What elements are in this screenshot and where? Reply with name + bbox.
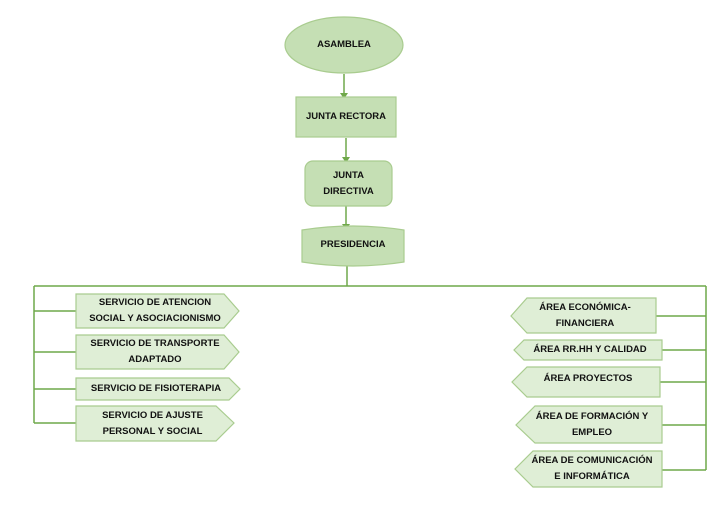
node-junta-rectora (295, 96, 397, 138)
arrow-junta-rectora (340, 93, 348, 99)
service-box-transporte (75, 334, 240, 370)
node-junta-directiva (304, 160, 393, 207)
service-box-ajuste (75, 405, 235, 442)
arrow-junta-directiva (342, 157, 350, 163)
node-presidencia (301, 225, 405, 267)
service-box-fisioterapia (75, 377, 241, 401)
node-asamblea (284, 16, 404, 74)
connector-lines (33, 74, 707, 471)
area-box-formacion (515, 405, 663, 444)
area-box-rrhh (513, 339, 663, 361)
service-box-atencion (75, 293, 240, 329)
area-box-comunicacion (514, 450, 663, 488)
area-box-economica (510, 297, 657, 334)
area-box-proyectos (511, 366, 661, 398)
